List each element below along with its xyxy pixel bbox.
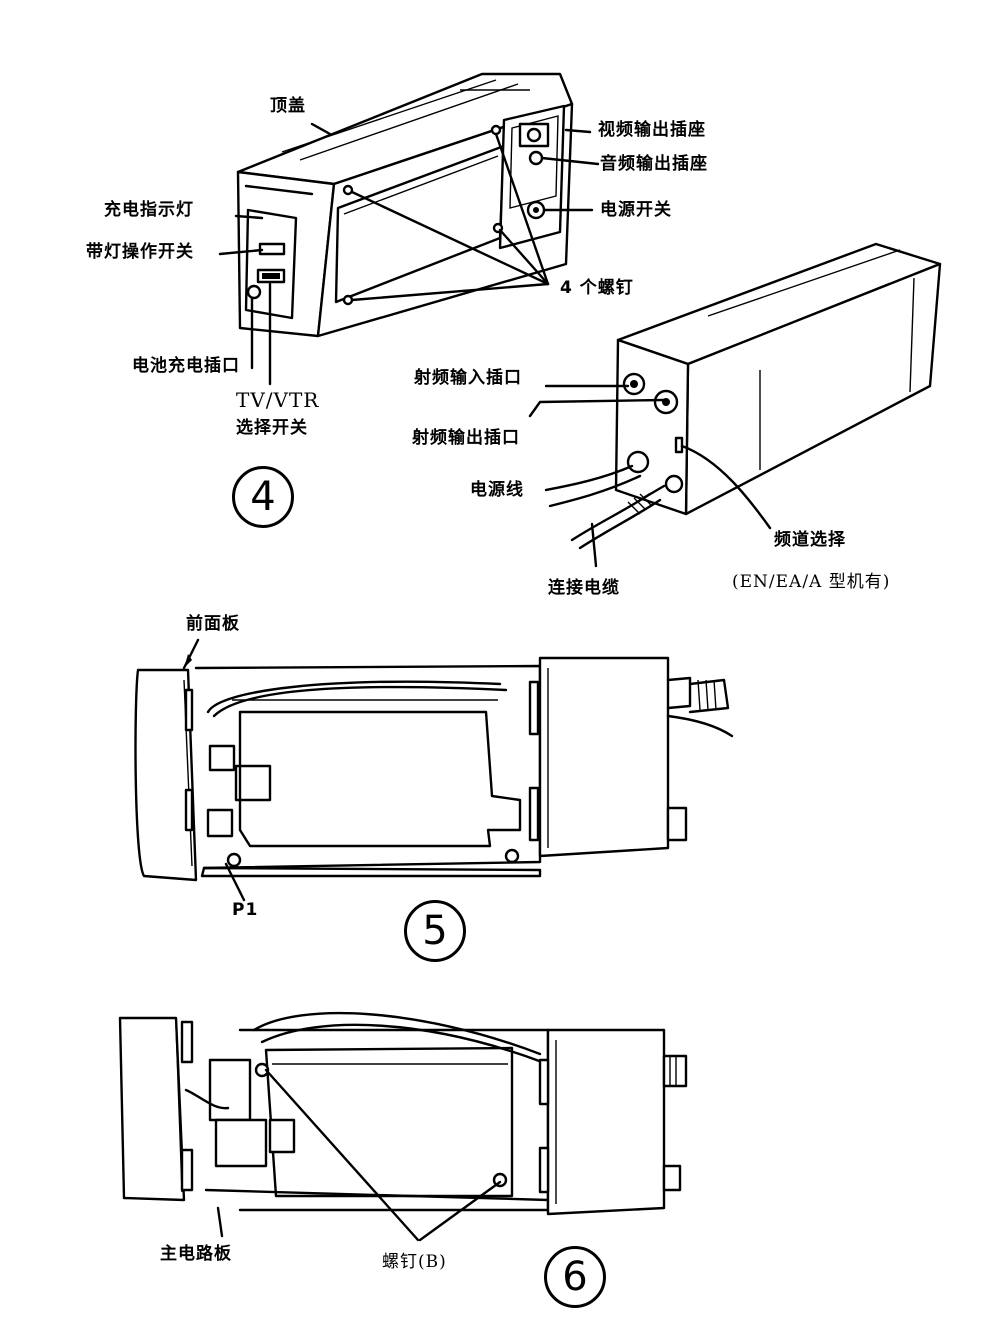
label-power-cord: 电源线 — [470, 480, 524, 500]
label-video-out: 视频输出插座 — [598, 120, 706, 140]
label-tv-vtr-line1: TV/VTR — [236, 388, 320, 412]
figure-number-4: 4 — [232, 466, 294, 528]
label-audio-out: 音频输出插座 — [600, 154, 708, 174]
label-channel-select: 频道选择 — [774, 530, 846, 550]
fig4-unit-rear-body — [544, 242, 942, 550]
figure-number-6: 6 — [544, 1246, 606, 1308]
label-top-cover: 顶盖 — [270, 96, 306, 116]
label-tv-vtr-line2: 选择开关 — [236, 418, 308, 438]
label-tape-light-switch: 带灯操作开关 — [86, 242, 194, 262]
fig5-chassis — [134, 656, 734, 882]
label-p1: P1 — [232, 900, 259, 920]
label-rf-out: 射频输出插口 — [412, 428, 520, 448]
label-front-panel: 前面板 — [186, 614, 240, 634]
label-main-board: 主电路板 — [160, 1244, 232, 1264]
label-cable: 连接电缆 — [548, 578, 620, 598]
label-charge-indicator: 充电指示灯 — [104, 200, 194, 220]
fig6-chassis — [118, 1011, 688, 1216]
fig5-leader-lines — [182, 638, 246, 902]
label-screws-b: 螺钉(B) — [382, 1252, 447, 1272]
fig4-unit-front-body — [236, 72, 574, 338]
fig6-leader-lines — [216, 1068, 502, 1242]
label-power-switch: 电源开关 — [600, 200, 672, 220]
label-rf-in: 射频输入插口 — [414, 368, 522, 388]
label-four-screws: 4 个螺钉 — [560, 278, 634, 298]
label-channel-note: (EN/EA/A 型机有) — [732, 572, 891, 592]
fig4-leader-lines — [218, 122, 600, 386]
label-battery-charge-jack: 电池充电插口 — [132, 356, 240, 376]
figure-number-5: 5 — [404, 900, 466, 962]
fig4-rear-leader-lines — [528, 384, 772, 568]
